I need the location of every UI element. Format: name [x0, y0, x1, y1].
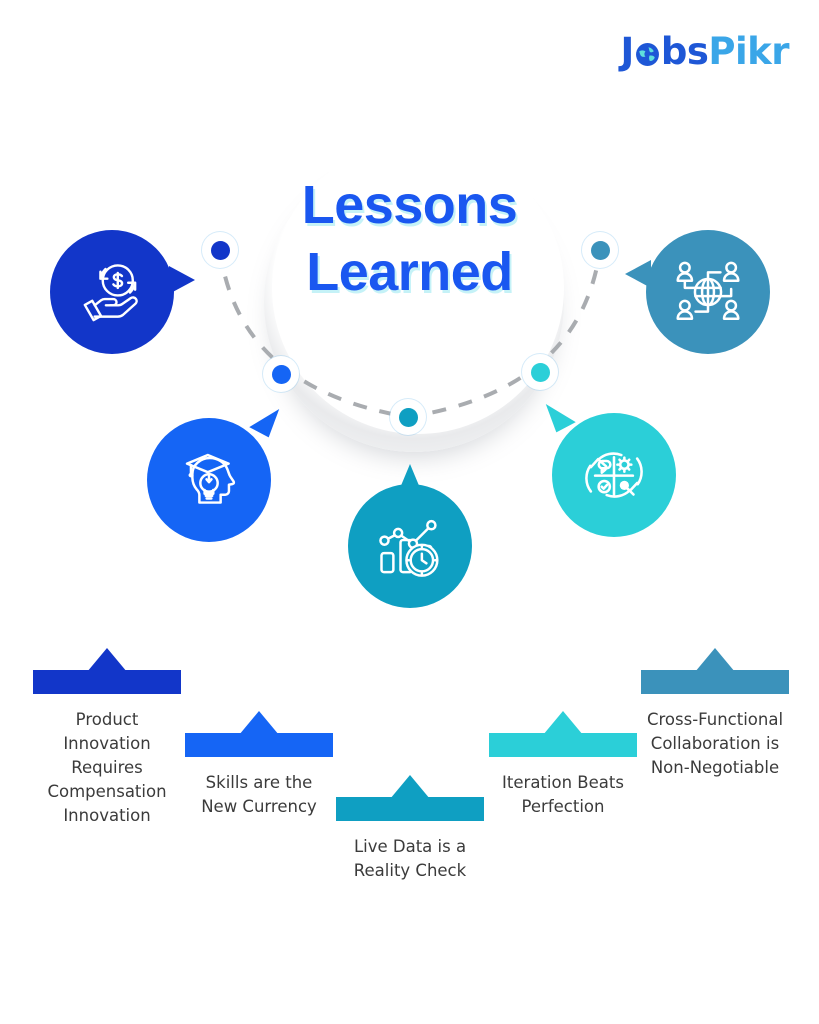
- arc-dot-1: [205, 235, 235, 265]
- lesson-marker-3[interactable]: Live Data is a Reality Check: [336, 775, 484, 883]
- lesson-label-1: Product Innovation Requires Compensation…: [47, 710, 167, 825]
- lesson-bar-body-1: [33, 670, 181, 694]
- globe-people-network-icon: [670, 254, 746, 330]
- lesson-label-5: Cross-Functional Collaboration is Non-Ne…: [646, 710, 784, 777]
- bubble-tail-up-left: [542, 395, 576, 433]
- logo-text-jobs-j: J: [620, 30, 635, 73]
- arc-dot-5: [585, 235, 615, 265]
- lesson-bar-body-5: [641, 670, 789, 694]
- lesson-marker-2[interactable]: Skills are the New Currency: [185, 711, 333, 819]
- lesson-label-4: Iteration Beats Perfection: [502, 773, 624, 816]
- bubble-tail-left: [625, 260, 651, 288]
- lesson-marker-5[interactable]: Cross-Functional Collaboration is Non-Ne…: [641, 648, 789, 780]
- lesson-bar-3: [336, 775, 484, 821]
- bubble-tail-up: [400, 464, 420, 488]
- lesson-bar-5: [641, 648, 789, 694]
- bubble-skills[interactable]: [147, 400, 283, 542]
- hand-holding-dollar-refresh-icon: [75, 255, 149, 329]
- lesson-bar-body-2: [185, 733, 333, 757]
- bubble-live-data[interactable]: [348, 464, 472, 608]
- arc-dot-3: [393, 402, 423, 432]
- head-graduation-cap-lightbulb-icon: [171, 442, 247, 518]
- agile-iteration-cycle-icon: [575, 436, 653, 514]
- lesson-bar-peak-2: [239, 711, 279, 735]
- lesson-label-2: Skills are the New Currency: [201, 773, 317, 816]
- lesson-bar-peak-5: [695, 648, 735, 672]
- page-title-line1: Lessons: [301, 175, 518, 235]
- bubble-tail-right: [169, 266, 195, 294]
- bubble-tail-up-right: [249, 400, 283, 438]
- lesson-bar-peak-4: [543, 711, 583, 735]
- arc-dot-2: [266, 359, 296, 389]
- lesson-marker-4[interactable]: Iteration Beats Perfection: [489, 711, 637, 819]
- lesson-marker-1[interactable]: Product Innovation Requires Compensation…: [33, 648, 181, 828]
- bubble-iteration[interactable]: [542, 395, 676, 537]
- lesson-bar-body-3: [336, 797, 484, 821]
- globe-icon: [635, 42, 660, 67]
- arc-dot-4: [525, 357, 555, 387]
- lesson-label-3: Live Data is a Reality Check: [353, 837, 467, 880]
- lesson-bar-peak-3: [390, 775, 430, 799]
- lesson-bar-2: [185, 711, 333, 757]
- bar-chart-line-clock-icon: [372, 508, 448, 584]
- lesson-bar-1: [33, 648, 181, 694]
- logo-text-pikr: Pikr: [708, 30, 789, 73]
- lesson-bar-4: [489, 711, 637, 757]
- lesson-bar-body-4: [489, 733, 637, 757]
- bubble-collaboration[interactable]: [625, 230, 770, 354]
- bubble-compensation[interactable]: [50, 230, 195, 354]
- lesson-bar-peak-1: [87, 648, 127, 672]
- logo-text-jobs-rest: bs: [660, 30, 709, 73]
